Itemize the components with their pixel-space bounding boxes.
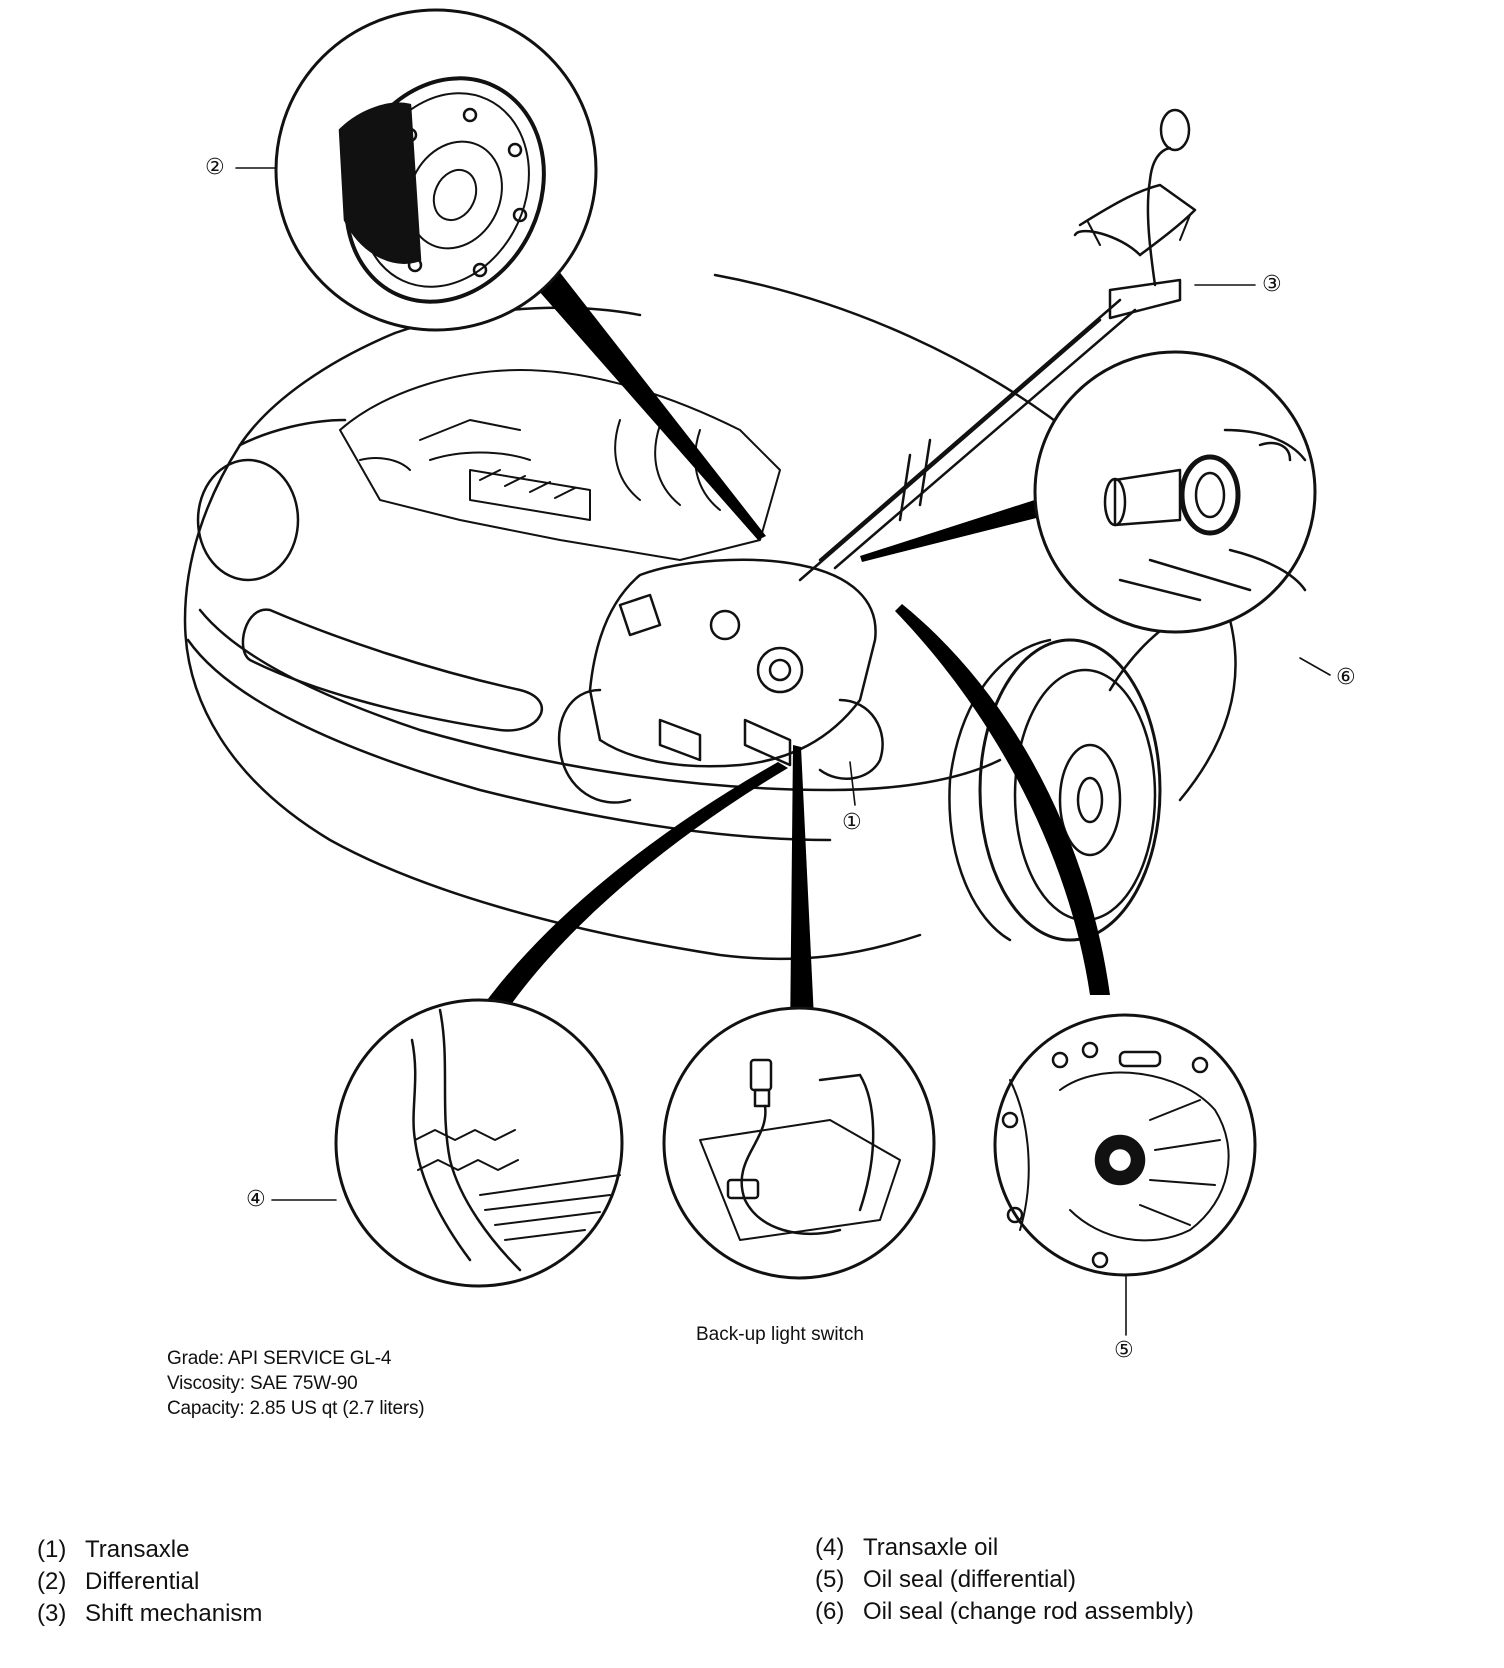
transaxle-body: [557, 558, 884, 804]
spec-viscosity: Viscosity: SAE 75W-90: [167, 1373, 358, 1394]
callout-6: ⑥: [1336, 665, 1356, 690]
shift-linkage: [798, 108, 1197, 582]
legend-item-3: (3)Shift mechanism: [37, 1600, 263, 1627]
spec-grade: Grade: API SERVICE GL-4: [167, 1348, 392, 1369]
callout-4: ④: [246, 1187, 266, 1212]
engine-block: [339, 369, 781, 561]
backup-light-switch-caption: Back-up light switch: [696, 1324, 864, 1345]
legend-item-1: (1)Transaxle: [37, 1536, 190, 1563]
legend-item-2: (2)Differential: [37, 1568, 200, 1595]
callout-1: ①: [842, 810, 862, 835]
callout-3: ③: [1262, 272, 1282, 297]
callout-leaders: [235, 167, 1331, 1336]
callout-5: ⑤: [1114, 1338, 1134, 1363]
legend-item-5: (5)Oil seal (differential): [815, 1566, 1076, 1593]
inset-backup-light-switch: [662, 1006, 936, 1280]
inset-transaxle-oil: [334, 998, 624, 1288]
inset-differential: [274, 8, 598, 332]
car-body-outline: [183, 273, 1237, 961]
inset-change-rod-seal: [1033, 350, 1317, 634]
inset-differential-seal: [993, 1013, 1257, 1277]
callout-2: ②: [205, 155, 225, 180]
legend-item-4: (4)Transaxle oil: [815, 1534, 999, 1561]
spec-capacity: Capacity: 2.85 US qt (2.7 liters): [167, 1398, 425, 1419]
legend-item-6: (6)Oil seal (change rod assembly): [815, 1598, 1194, 1625]
